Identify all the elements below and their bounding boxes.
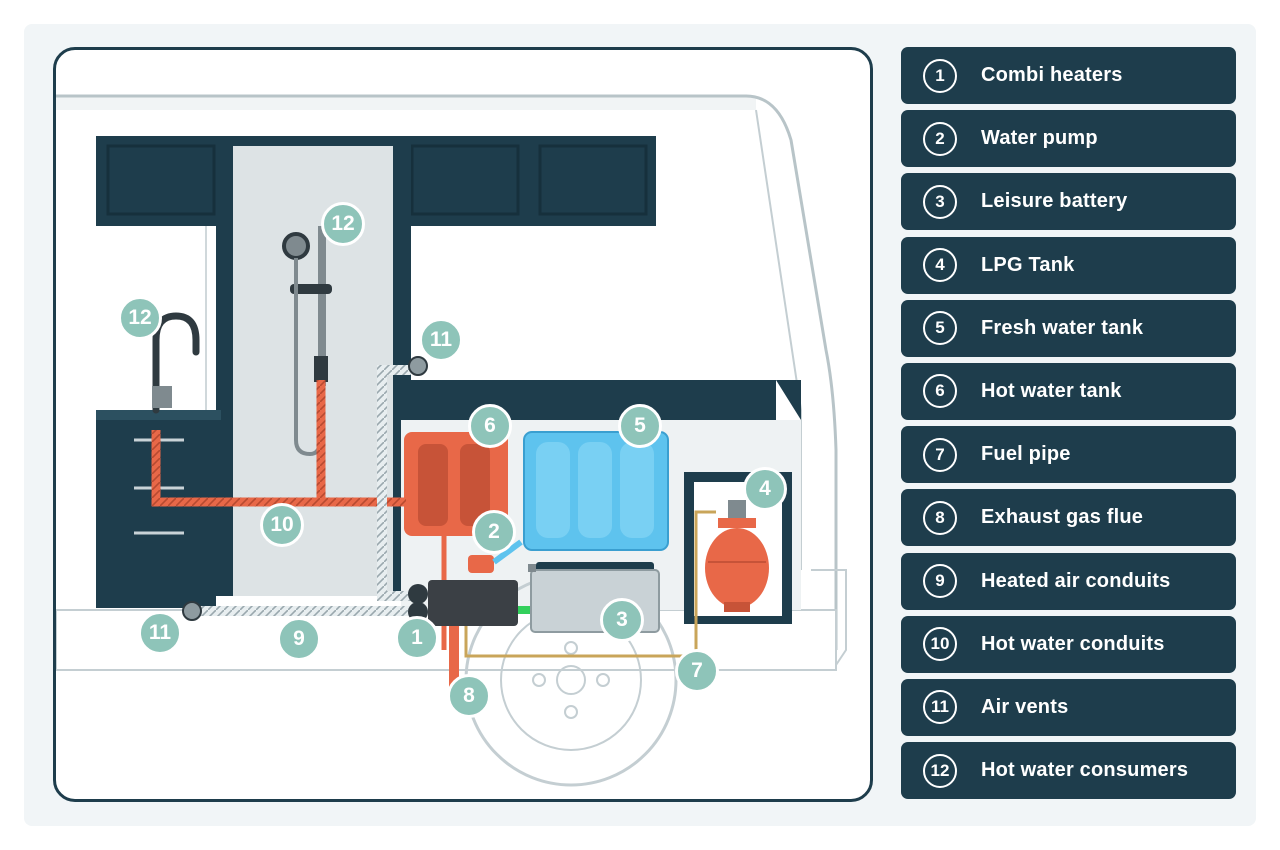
- legend: 1 Combi heaters 2 Water pump 3 Leisure b…: [901, 47, 1236, 805]
- legend-label: Hot water consumers: [981, 759, 1189, 782]
- legend-label: LPG Tank: [981, 253, 1075, 276]
- marker-water-pump: 2: [472, 510, 516, 554]
- campervan-diagram: 1 2 3 4 5 6 7 8 9 10 11 11 12 12: [53, 47, 873, 802]
- legend-item-air-vents: 11 Air vents: [901, 678, 1236, 736]
- marker-lpg-tank: 4: [743, 467, 787, 511]
- marker-hot-water-tank: 6: [468, 404, 512, 448]
- legend-label: Hot water conduits: [981, 632, 1165, 655]
- legend-number: 1: [923, 58, 957, 93]
- legend-number: 8: [923, 500, 957, 535]
- legend-item-water-pump: 2 Water pump: [901, 110, 1236, 168]
- legend-label: Hot water tank: [981, 379, 1122, 402]
- legend-label: Fresh water tank: [981, 316, 1144, 339]
- legend-label: Fuel pipe: [981, 443, 1071, 466]
- legend-number: 5: [923, 311, 957, 346]
- legend-item-hot-water-conduits: 10 Hot water conduits: [901, 615, 1236, 673]
- legend-label: Heated air conduits: [981, 569, 1171, 592]
- legend-number: 4: [923, 248, 957, 283]
- legend-item-leisure-battery: 3 Leisure battery: [901, 173, 1236, 231]
- legend-number: 11: [923, 690, 957, 725]
- legend-item-lpg-tank: 4 LPG Tank: [901, 236, 1236, 294]
- legend-item-fresh-water-tank: 5 Fresh water tank: [901, 299, 1236, 357]
- legend-number: 7: [923, 437, 957, 472]
- marker-leisure-battery: 3: [600, 598, 644, 642]
- marker-fuel-pipe: 7: [675, 649, 719, 693]
- marker-heated-air-conduit: 9: [277, 617, 321, 661]
- legend-item-hot-water-consumers: 12 Hot water consumers: [901, 742, 1236, 800]
- legend-number: 3: [923, 184, 957, 219]
- legend-item-fuel-pipe: 7 Fuel pipe: [901, 426, 1236, 484]
- van-cutaway-illustration: [56, 94, 847, 787]
- marker-exhaust-flue: 8: [447, 674, 491, 718]
- legend-item-heated-air-conduits: 9 Heated air conduits: [901, 552, 1236, 610]
- marker-sink-tap: 12: [118, 296, 162, 340]
- marker-hot-water-conduit: 10: [260, 503, 304, 547]
- legend-number: 10: [923, 627, 957, 662]
- marker-fresh-water-tank: 5: [618, 404, 662, 448]
- legend-item-combi-heaters: 1 Combi heaters: [901, 47, 1236, 104]
- marker-air-vent-left: 11: [138, 611, 182, 655]
- legend-number: 2: [923, 121, 957, 156]
- legend-number: 12: [923, 753, 957, 788]
- legend-label: Combi heaters: [981, 64, 1123, 86]
- legend-label: Leisure battery: [981, 190, 1128, 213]
- legend-label: Air vents: [981, 695, 1069, 718]
- legend-number: 6: [923, 374, 957, 409]
- marker-shower: 12: [321, 202, 365, 246]
- legend-item-exhaust-gas-flue: 8 Exhaust gas flue: [901, 489, 1236, 547]
- legend-item-hot-water-tank: 6 Hot water tank: [901, 362, 1236, 420]
- legend-number: 9: [923, 564, 957, 598]
- legend-label: Exhaust gas flue: [981, 506, 1144, 529]
- marker-combi-heater: 1: [395, 616, 439, 660]
- legend-label: Water pump: [981, 127, 1098, 150]
- marker-air-vent-right: 11: [419, 318, 463, 362]
